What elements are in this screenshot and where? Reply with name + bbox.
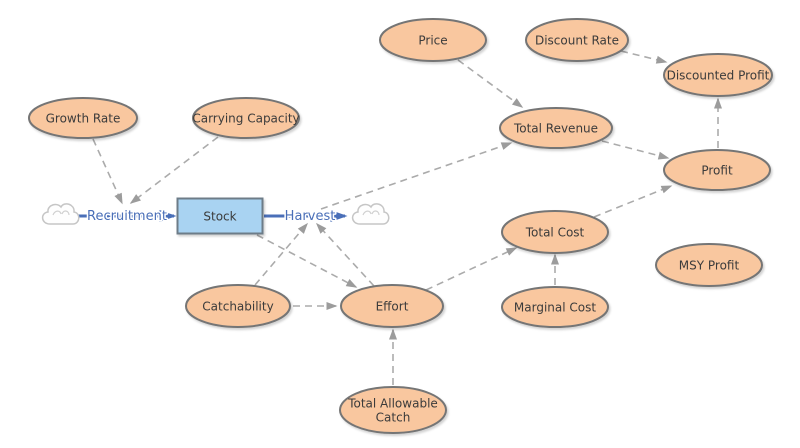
flow-label-recruitment: Recruitment (87, 209, 167, 224)
node-label-carrying-capacity: Carrying Capacity (192, 112, 299, 126)
node-label-msy-profit: MSY Profit (679, 259, 740, 273)
node-price[interactable]: Price (379, 18, 487, 62)
connector-carrying-capacity-to-recruitment-valve[interactable] (129, 136, 219, 204)
node-label-stock: Stock (203, 210, 236, 224)
node-marginal-cost[interactable]: Marginal Cost (501, 286, 609, 328)
node-label-total-revenue: Total Revenue (513, 122, 598, 136)
connector-effort-to-harvest-valve[interactable] (315, 222, 375, 287)
node-label-growth-rate: Growth Rate (46, 112, 121, 126)
node-growth-rate[interactable]: Growth Rate (28, 97, 138, 139)
node-catchability[interactable]: Catchability (185, 284, 291, 328)
connector-catchability-to-harvest-valve[interactable] (254, 222, 308, 286)
node-stock[interactable]: Stock (176, 197, 264, 235)
connector-total-cost-to-profit[interactable] (593, 185, 673, 218)
node-label-marginal-cost: Marginal Cost (514, 301, 596, 315)
connector-total-revenue-to-profit[interactable] (601, 140, 670, 160)
flow-harvest[interactable]: Harvest (264, 208, 348, 226)
node-label-total-cost: Total Cost (525, 226, 585, 240)
node-total-cost[interactable]: Total Cost (501, 210, 609, 254)
connector-price-to-total-revenue[interactable] (457, 59, 524, 108)
flow-label-harvest: Harvest (285, 209, 336, 224)
connector-stock-to-effort[interactable] (256, 234, 358, 288)
node-carrying-capacity[interactable]: Carrying Capacity (192, 97, 300, 139)
node-total-revenue[interactable]: Total Revenue (499, 107, 613, 149)
node-effort[interactable]: Effort (340, 284, 444, 328)
source-cloud-icon (41, 203, 80, 225)
node-label-profit: Profit (701, 164, 733, 178)
connector-discount-rate-to-discounted-profit[interactable] (620, 50, 668, 64)
sink-cloud-icon (351, 203, 390, 225)
connector-harvest-valve-to-total-revenue[interactable] (320, 142, 513, 210)
node-label-discounted-profit: Discounted Profit (667, 69, 770, 83)
node-msy-profit[interactable]: MSY Profit (655, 243, 763, 287)
influence-arrows-layer (92, 50, 722, 385)
node-label-discount-rate: Discount Rate (535, 34, 619, 48)
connector-effort-to-total-cost[interactable] (425, 247, 518, 291)
node-label-effort: Effort (376, 300, 409, 314)
flow-recruitment[interactable]: Recruitment (77, 208, 177, 226)
node-label-catchability: Catchability (202, 300, 273, 314)
node-profit[interactable]: Profit (663, 149, 771, 191)
node-discounted-profit[interactable]: Discounted Profit (663, 53, 773, 97)
flows-layer: Recruitment Harvest (41, 203, 390, 226)
node-discount-rate[interactable]: Discount Rate (525, 18, 629, 62)
connector-growth-rate-to-recruitment-valve[interactable] (92, 138, 123, 205)
node-label-price: Price (418, 34, 447, 48)
